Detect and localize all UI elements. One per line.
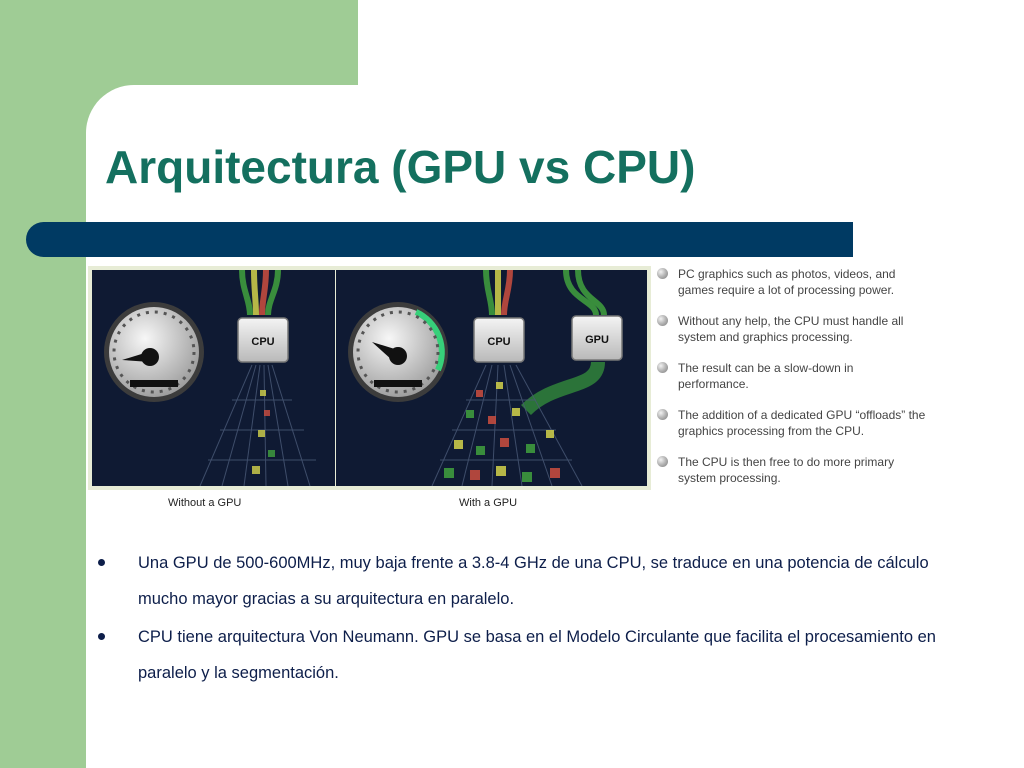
side-note-text: The addition of a dedicated GPU “offload… — [678, 408, 926, 438]
bullet-icon — [98, 633, 105, 640]
caption-with-gpu: With a GPU — [459, 497, 518, 509]
body-bullet: Una GPU de 500-600MHz, muy baja frente a… — [98, 545, 978, 617]
side-note: The addition of a dedicated GPU “offload… — [656, 407, 926, 439]
body-bullet-text: CPU tiene arquitectura Von Neumann. GPU … — [138, 628, 936, 682]
bullet-dot-icon — [657, 409, 668, 420]
title-divider-bar — [26, 222, 853, 257]
bullet-dot-icon — [657, 456, 668, 467]
side-note: Without any help, the CPU must handle al… — [656, 313, 926, 345]
bullet-dot-icon — [657, 362, 668, 373]
side-note: The result can be a slow-down in perform… — [656, 360, 926, 392]
cpu-chip-label: CPU — [487, 336, 510, 348]
slide-title: Arquitectura (GPU vs CPU) — [105, 141, 696, 193]
cpu-chip-label: CPU — [251, 336, 274, 348]
body-bullet-text: Una GPU de 500-600MHz, muy baja frente a… — [138, 554, 929, 608]
side-note: The CPU is then free to do more primary … — [656, 454, 926, 486]
bullet-dot-icon — [657, 268, 668, 279]
body-bullets: Una GPU de 500-600MHz, muy baja frente a… — [98, 545, 978, 693]
gpu-cpu-illustration: CPU — [88, 266, 651, 490]
caption-without-gpu: Without a GPU — [168, 497, 242, 509]
bullet-dot-icon — [657, 315, 668, 326]
side-note-text: PC graphics such as photos, videos, and … — [678, 267, 896, 297]
side-note-text: Without any help, the CPU must handle al… — [678, 314, 904, 344]
with-gpu-panel: CPU GPU — [336, 270, 647, 486]
body-bullet: CPU tiene arquitectura Von Neumann. GPU … — [98, 619, 978, 691]
without-gpu-panel: CPU — [92, 270, 335, 486]
side-note: PC graphics such as photos, videos, and … — [656, 266, 926, 298]
side-note-text: The result can be a slow-down in perform… — [678, 361, 854, 391]
bullet-icon — [98, 559, 105, 566]
side-notes-list: PC graphics such as photos, videos, and … — [656, 266, 926, 501]
side-note-text: The CPU is then free to do more primary … — [678, 455, 895, 485]
gpu-chip-label: GPU — [585, 334, 609, 346]
